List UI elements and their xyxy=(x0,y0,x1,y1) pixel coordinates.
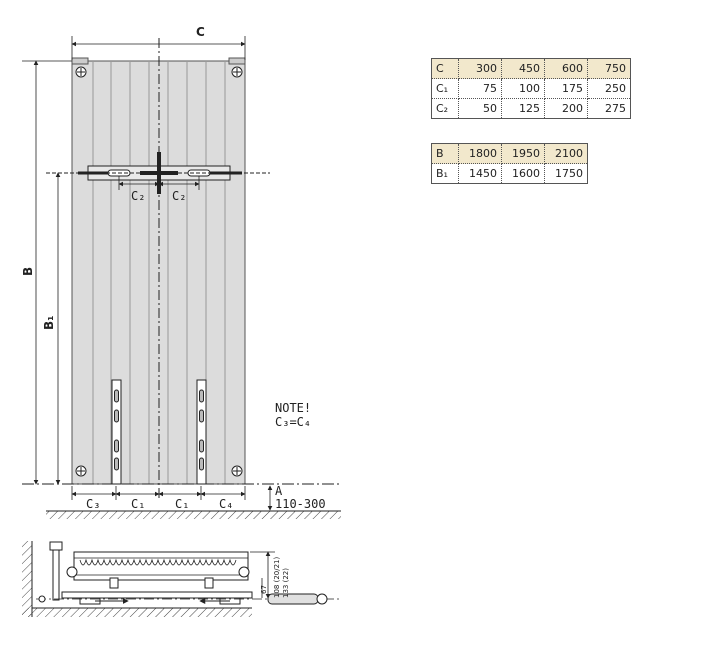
top-bracket xyxy=(46,152,270,194)
dim-c3-label: C₃ xyxy=(86,497,100,511)
table-cell: 50 xyxy=(458,98,502,119)
dim-a-label: A xyxy=(275,484,283,498)
dim-b-label: B xyxy=(21,267,35,276)
dim-a-range: 110-300 xyxy=(275,497,326,511)
table-cell: 100 xyxy=(501,78,545,99)
table-row: C 300 450 600 750 xyxy=(431,58,631,79)
table-cell: 125 xyxy=(501,98,545,119)
dim-c1-left-label: C₁ xyxy=(131,497,145,511)
table-row: B 1800 1950 2100 xyxy=(431,143,588,164)
table-cell: 1950 xyxy=(501,143,545,164)
valve-icon xyxy=(75,66,243,477)
table-cell: 450 xyxy=(501,58,545,79)
row-label: C xyxy=(431,58,459,79)
table-cell: 1800 xyxy=(458,143,502,164)
table-cell: 175 xyxy=(544,78,588,99)
table-cell: 1600 xyxy=(501,163,545,184)
plan-fins xyxy=(74,557,248,576)
table-cell: 275 xyxy=(587,98,631,119)
note-title: NOTE! xyxy=(275,401,311,415)
table-cell: 750 xyxy=(587,58,631,79)
table-cell: 1750 xyxy=(544,163,588,184)
bottom-brackets xyxy=(111,379,207,485)
table-cell: 1450 xyxy=(458,163,502,184)
table-row: C₂ 50 125 200 275 xyxy=(431,98,631,119)
dim-c1-right-label: C₁ xyxy=(175,497,189,511)
dim-c2-right-label: C₂ xyxy=(172,189,186,203)
dimension-lines xyxy=(33,36,273,511)
table-row: C₁ 75 100 175 250 xyxy=(431,78,631,99)
side-height-1: 108 (20/21) xyxy=(273,557,281,598)
row-label: C₂ xyxy=(431,98,459,119)
table-row: B₁ 1450 1600 1750 xyxy=(431,163,588,184)
dim-c2-left-label: C₂ xyxy=(131,189,145,203)
dimension-labels: C B B₁ C₂ C₂ C₃ C₁ C₁ C₄ A 110-300 NOTE!… xyxy=(21,25,326,511)
table-c-dimensions: C 300 450 600 750 C₁ 75 100 175 250 C₂ 5… xyxy=(431,58,631,119)
table-b-dimensions: B 1800 1950 2100 B₁ 1450 1600 1750 xyxy=(431,143,588,184)
row-label: B₁ xyxy=(431,163,459,184)
dim-b1-label: B₁ xyxy=(42,316,56,330)
side-height-2: 133 (22) xyxy=(282,568,290,598)
note-text: C₃=C₄ xyxy=(275,415,311,429)
table-cell: 75 xyxy=(458,78,502,99)
side-height-3: 67 xyxy=(260,585,268,594)
table-cell: 2100 xyxy=(544,143,588,164)
table-cell: 200 xyxy=(544,98,588,119)
radiator-plan xyxy=(73,551,249,581)
row-label: C₁ xyxy=(431,78,459,99)
table-cell: 600 xyxy=(544,58,588,79)
front-view xyxy=(22,38,341,519)
dim-c4-label: C₄ xyxy=(219,497,233,511)
side-view xyxy=(22,541,340,617)
dim-c-label: C xyxy=(196,25,205,39)
row-label: B xyxy=(431,143,459,164)
side-view-labels: 108 (20/21) 133 (22) 67 xyxy=(260,557,290,598)
table-cell: 250 xyxy=(587,78,631,99)
table-cell: 300 xyxy=(458,58,502,79)
